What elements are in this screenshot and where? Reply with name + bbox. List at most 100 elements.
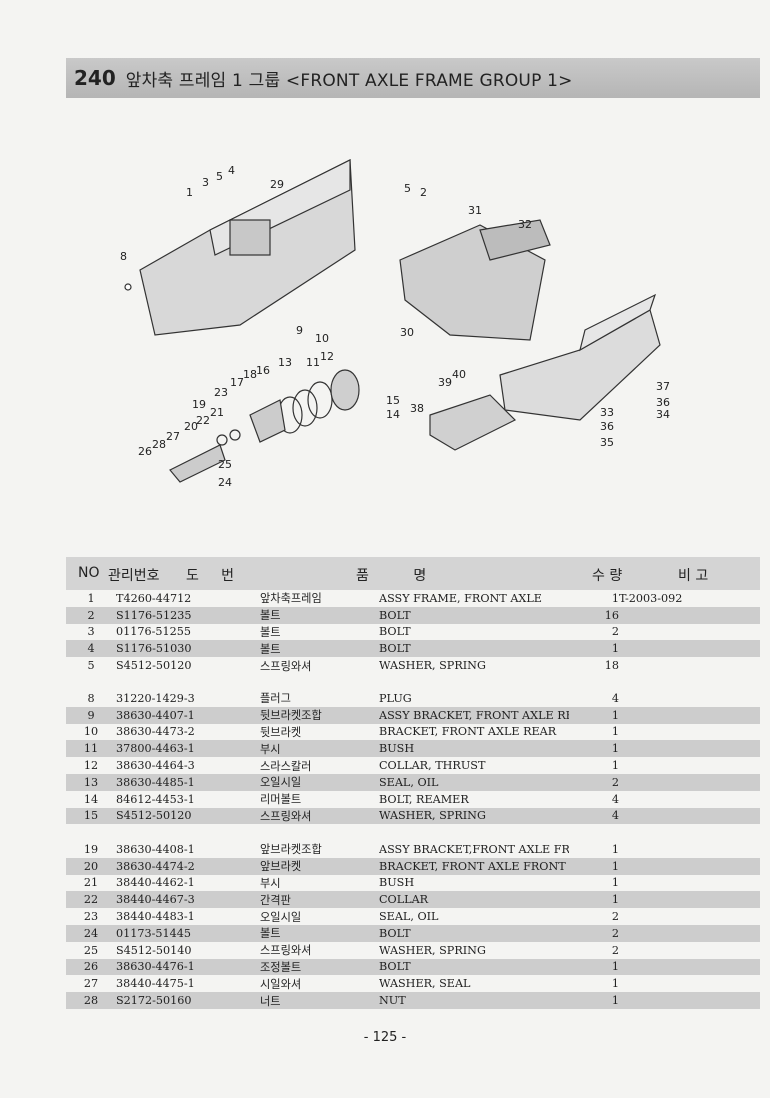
- item-number: 1: [87, 591, 95, 605]
- callout: 5: [216, 170, 223, 183]
- remark: [619, 908, 760, 925]
- part-number: S4512-50140: [116, 943, 192, 957]
- callout: 32: [518, 218, 532, 231]
- quantity: 2: [569, 773, 619, 791]
- english-name: COLLAR, THRUST: [379, 759, 486, 773]
- remark: [619, 807, 760, 825]
- callout: 34: [656, 408, 670, 421]
- english-name: WASHER, SPRING: [379, 659, 486, 673]
- remark: [619, 773, 760, 791]
- item-number: 8: [87, 691, 95, 705]
- korean-name: 오일시일: [260, 910, 302, 924]
- english-name: WASHER, SPRING: [379, 943, 486, 957]
- item-number: 2: [66, 606, 116, 624]
- quantity: 1: [611, 591, 619, 605]
- english-name: NUT: [379, 992, 569, 1009]
- callout: 16: [256, 364, 270, 377]
- item-number: 3: [87, 625, 95, 639]
- english-name: WASHER, SPRING: [379, 807, 569, 825]
- item-number: 11: [66, 740, 116, 758]
- korean-name: 리머볼트: [260, 793, 302, 807]
- korean-name: 앞브라켓조합: [260, 843, 322, 857]
- english-name: ASSY BRACKET, FRONT AXLE REAR: [379, 706, 569, 724]
- callout: 28: [152, 438, 166, 451]
- item-number: 25: [83, 943, 99, 957]
- english-name: WASHER, SEAL: [379, 977, 471, 991]
- exploded-parts-diagram: 1 2 3 4 5 5 8 9 10 11 12 13 14 15 16 17 …: [120, 159, 670, 489]
- quantity: 18: [604, 659, 619, 673]
- quantity: 4: [569, 807, 619, 825]
- callout: 14: [386, 408, 400, 421]
- item-number: 27: [83, 977, 99, 991]
- english-name: BRACKET, FRONT AXLE FRONT: [379, 857, 569, 875]
- item-number: 23: [83, 910, 99, 924]
- korean-name: 볼트: [260, 924, 379, 942]
- korean-name: 플러그: [260, 692, 291, 706]
- quantity: 1: [569, 992, 619, 1009]
- part-number: 38630-4464-3: [116, 759, 195, 773]
- korean-name: 부시: [260, 740, 379, 758]
- callout: 19: [192, 398, 206, 411]
- remark: [619, 724, 760, 741]
- callout: 8: [120, 250, 127, 263]
- part-number: 38630-4407-1: [116, 706, 260, 724]
- remark: [619, 958, 760, 976]
- remark: [619, 757, 760, 774]
- part-number: 38630-4408-1: [116, 842, 195, 856]
- quantity: 2: [611, 625, 619, 639]
- english-name: BRACKET, FRONT AXLE REAR: [379, 725, 557, 739]
- item-number: 19: [83, 842, 99, 856]
- callout: 29: [270, 178, 284, 191]
- korean-name: 스프링와셔: [260, 944, 312, 958]
- quantity: 1: [611, 725, 619, 739]
- part-number: 01176-51255: [116, 625, 191, 639]
- english-name: BOLT: [379, 606, 569, 624]
- korean-name: 앞브라켓: [260, 857, 379, 875]
- callout: 20: [184, 420, 198, 433]
- part-number: 38630-4473-2: [116, 725, 195, 739]
- item-number: 13: [66, 773, 116, 791]
- korean-name: 부시: [260, 876, 281, 890]
- korean-name: 스라스칼러: [260, 759, 312, 773]
- parts-table-header: NO 관리번호 도 번 품 명 수 량 비 고: [66, 557, 760, 590]
- item-number: 26: [66, 958, 116, 976]
- quantity: 16: [569, 606, 619, 624]
- remark: [619, 924, 760, 942]
- callout: 4: [228, 164, 235, 177]
- part-number: 38630-4485-1: [116, 773, 260, 791]
- remark: [619, 740, 760, 758]
- part-number: S2172-50160: [116, 992, 260, 1009]
- korean-name: 스프링와셔: [260, 659, 312, 673]
- quantity: 1: [569, 706, 619, 724]
- part-number: 01173-51445: [116, 924, 260, 942]
- callout: 35: [600, 436, 614, 449]
- quantity: 1: [569, 740, 619, 758]
- korean-name: 뒷브라켓: [260, 725, 302, 739]
- item-number: 21: [83, 876, 99, 890]
- remark: [619, 891, 760, 909]
- callout: 10: [315, 332, 329, 345]
- korean-name: 조정볼트: [260, 958, 379, 976]
- item-number: 28: [66, 992, 116, 1009]
- part-number: S1176-51030: [116, 640, 260, 658]
- remark: [619, 942, 760, 959]
- english-name: BOLT: [379, 924, 569, 942]
- item-number: 10: [83, 725, 99, 739]
- callout: 40: [452, 368, 466, 381]
- item-number: 5: [87, 659, 95, 673]
- part-number: 38630-4474-2: [116, 857, 260, 875]
